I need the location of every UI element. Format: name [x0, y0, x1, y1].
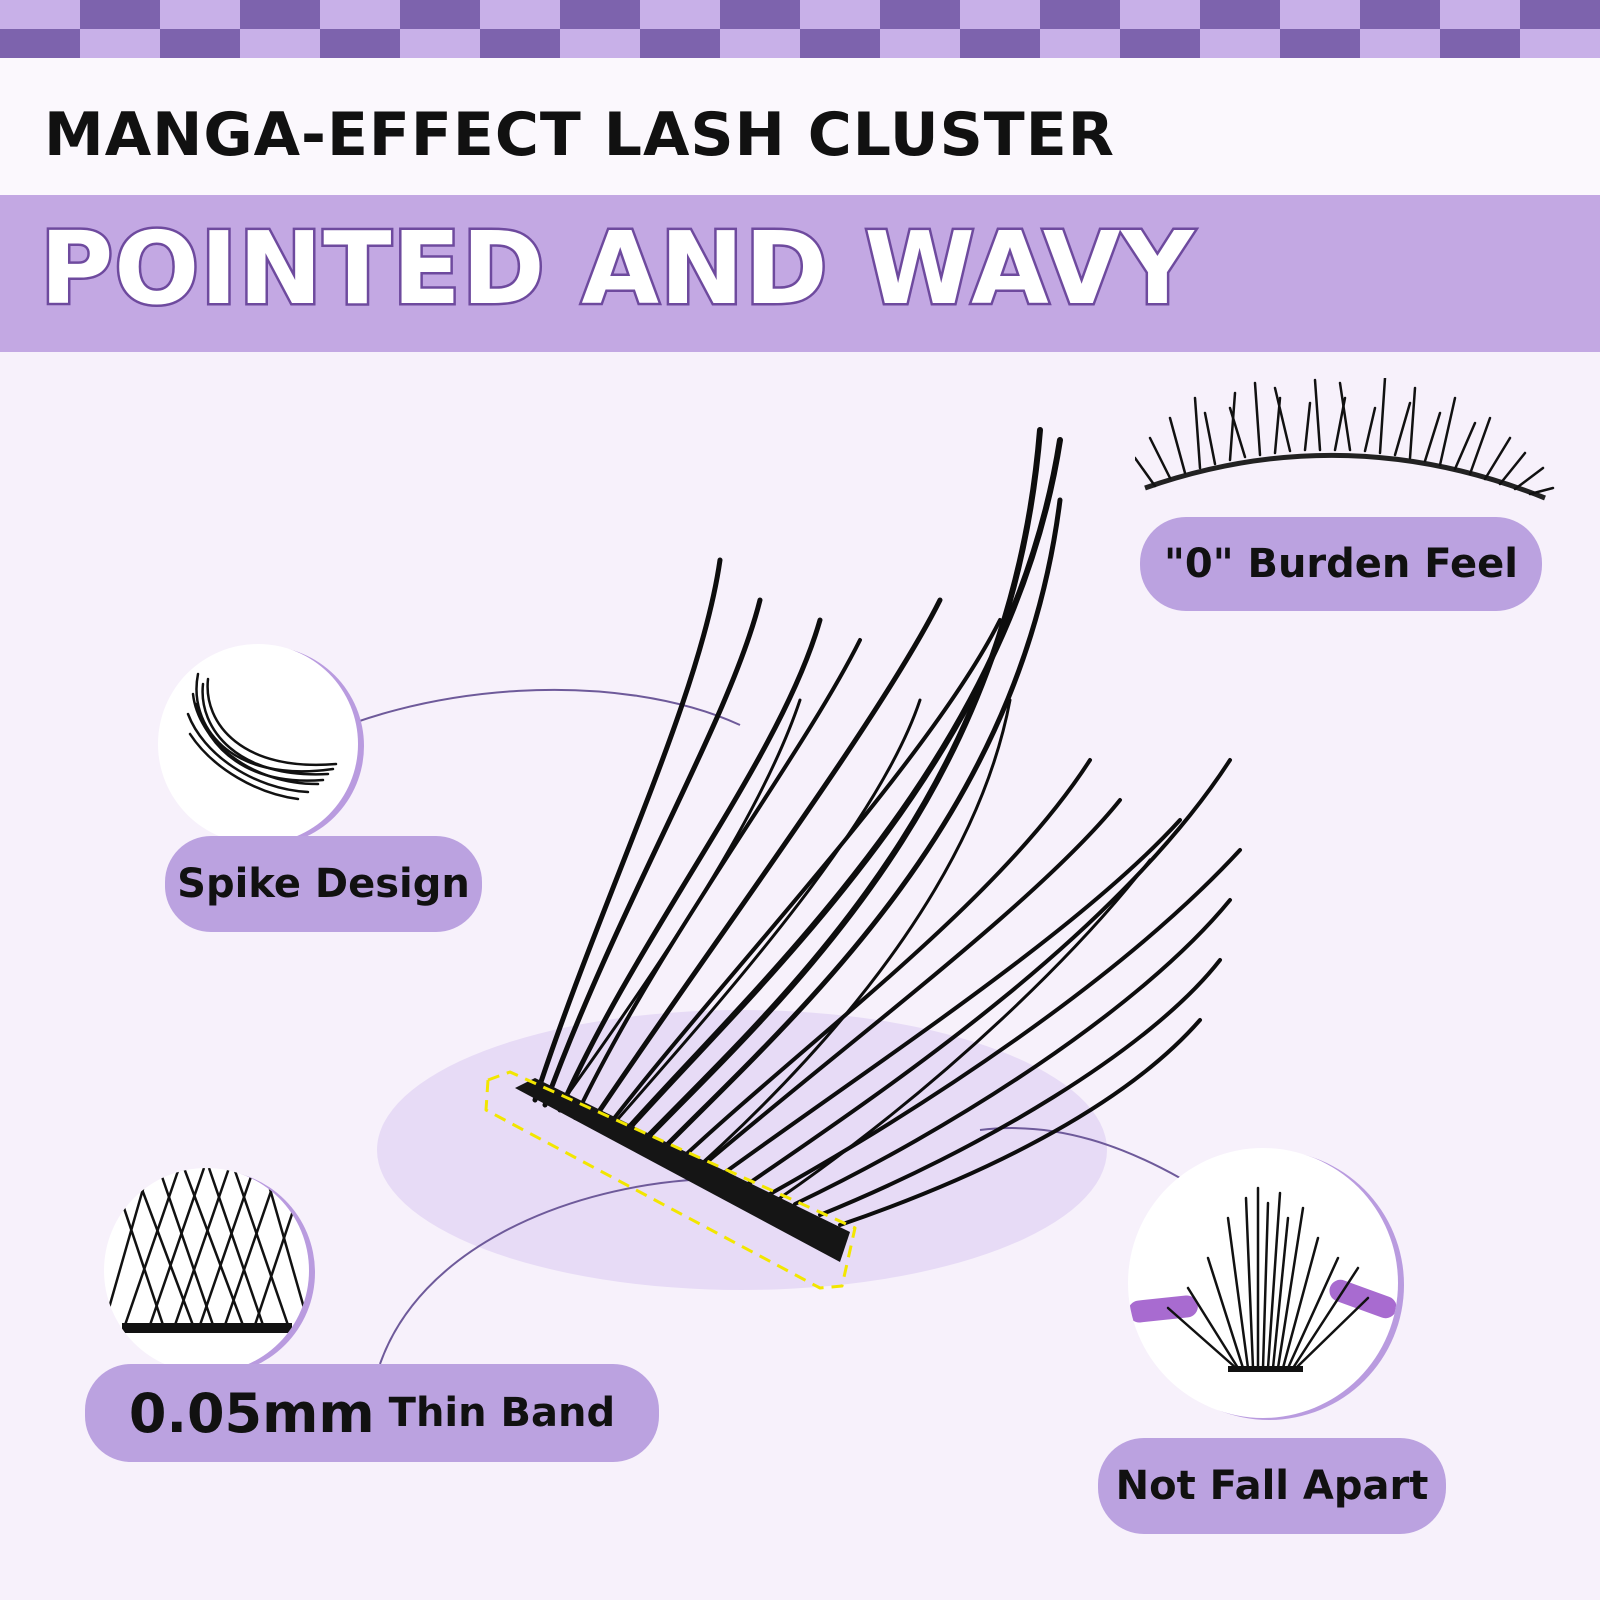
headline-band [0, 195, 1600, 352]
spike-design-text: Spike Design [177, 861, 470, 907]
spike-design-label: Spike Design [165, 836, 482, 932]
checker-pattern [0, 0, 1600, 58]
not-fall-apart-label: Not Fall Apart [1098, 1438, 1446, 1534]
thin-band-small-text: Thin Band [388, 1390, 616, 1436]
not-fall-apart-image [1128, 1148, 1398, 1418]
thin-band-big-text: 0.05mm [128, 1381, 375, 1445]
lash-cluster-image [0, 352, 1600, 1600]
lash-strip-image [1135, 378, 1555, 538]
product-subtitle: MANGA-EFFECT LASH CLUSTER [44, 100, 1115, 170]
headline: POINTED AND WAVY [38, 208, 1197, 330]
thin-band-label: 0.05mm Thin Band [85, 1364, 659, 1462]
spike-design-image [158, 644, 358, 844]
subtitle-band [0, 58, 1600, 195]
not-fall-apart-text: Not Fall Apart [1115, 1463, 1429, 1509]
burden-feel-text: "0" Burden Feel [1164, 541, 1518, 587]
thin-band-image [104, 1168, 309, 1373]
burden-feel-label: "0" Burden Feel [1140, 517, 1542, 611]
